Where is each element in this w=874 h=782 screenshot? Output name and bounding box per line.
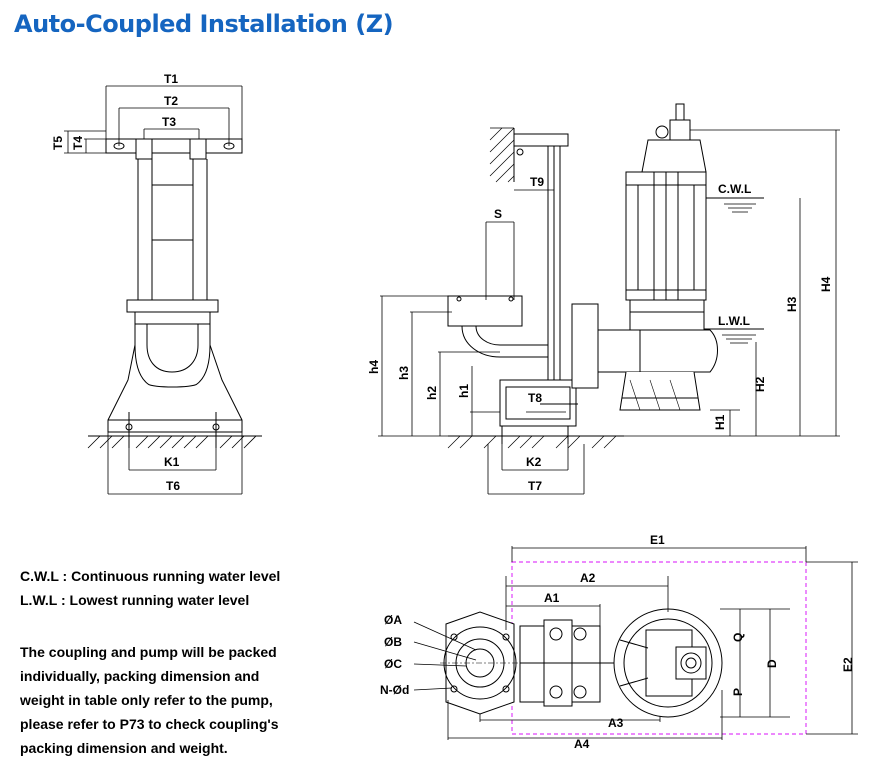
label-h3-lower: h3: [397, 366, 411, 380]
label-a1: A1: [544, 591, 560, 605]
label-q: Q: [731, 633, 745, 642]
label-oc: ØC: [384, 657, 402, 671]
label-t1: T1: [164, 72, 178, 86]
label-a3: A3: [608, 716, 624, 730]
label-lwl: L.W.L: [718, 314, 750, 328]
packing-note: The coupling and pump will be packed ind…: [20, 640, 320, 760]
side-view-pump: [447, 103, 764, 449]
label-h4-lower: h4: [367, 360, 381, 374]
packing-envelope: [511, 561, 807, 735]
label-cwl: C.W.L: [718, 182, 751, 196]
label-d: D: [765, 659, 779, 668]
label-t9: T9: [530, 175, 544, 189]
note-line: The coupling and pump will be packed: [20, 644, 277, 660]
label-h2-lower: h2: [425, 386, 439, 400]
label-t8: T8: [528, 391, 542, 405]
label-t3: T3: [162, 115, 176, 129]
label-t6: T6: [166, 479, 180, 493]
label-H4: H4: [819, 276, 833, 292]
label-p: P: [731, 688, 745, 696]
label-H1: H1: [713, 414, 727, 430]
label-e1: E1: [650, 533, 665, 547]
label-t5: T5: [51, 136, 65, 150]
side-view-dimensions: [378, 129, 840, 495]
plan-view-dimensions: [413, 546, 858, 740]
page-title: Auto-Coupled Installation (Z): [14, 10, 394, 38]
front-view-dimensions: [64, 85, 243, 495]
label-a2: A2: [580, 571, 596, 585]
label-h1-lower: h1: [457, 384, 471, 398]
label-n-od: N-Ød: [380, 683, 409, 697]
legend-cwl: C.W.L : Continuous running water level: [20, 568, 281, 584]
label-k2: K2: [526, 455, 542, 469]
dimension-labels: T1 T2 T3 T5 T4 K1 T6 S T9 T8 K2 T7 h4 h3…: [51, 72, 855, 751]
label-ob: ØB: [384, 635, 402, 649]
label-H3: H3: [785, 296, 799, 312]
note-line: individually, packing dimension and: [20, 668, 260, 684]
legend-lwl: L.W.L : Lowest running water level: [20, 592, 250, 608]
label-oa: ØA: [384, 613, 402, 627]
label-t2: T2: [164, 94, 178, 108]
label-H2: H2: [753, 376, 767, 392]
front-view-guide-rail: [87, 138, 262, 449]
note-line: packing dimension and weight.: [20, 740, 228, 756]
label-k1: K1: [164, 455, 180, 469]
label-a4: A4: [574, 737, 590, 751]
label-t4: T4: [71, 136, 85, 150]
label-s: S: [494, 207, 502, 221]
label-e2: E2: [841, 657, 855, 672]
plan-view: [440, 561, 807, 735]
note-line: please refer to P73 to check coupling's: [20, 716, 279, 732]
note-line: weight in table only refer to the pump,: [20, 692, 273, 708]
label-t7: T7: [528, 479, 542, 493]
